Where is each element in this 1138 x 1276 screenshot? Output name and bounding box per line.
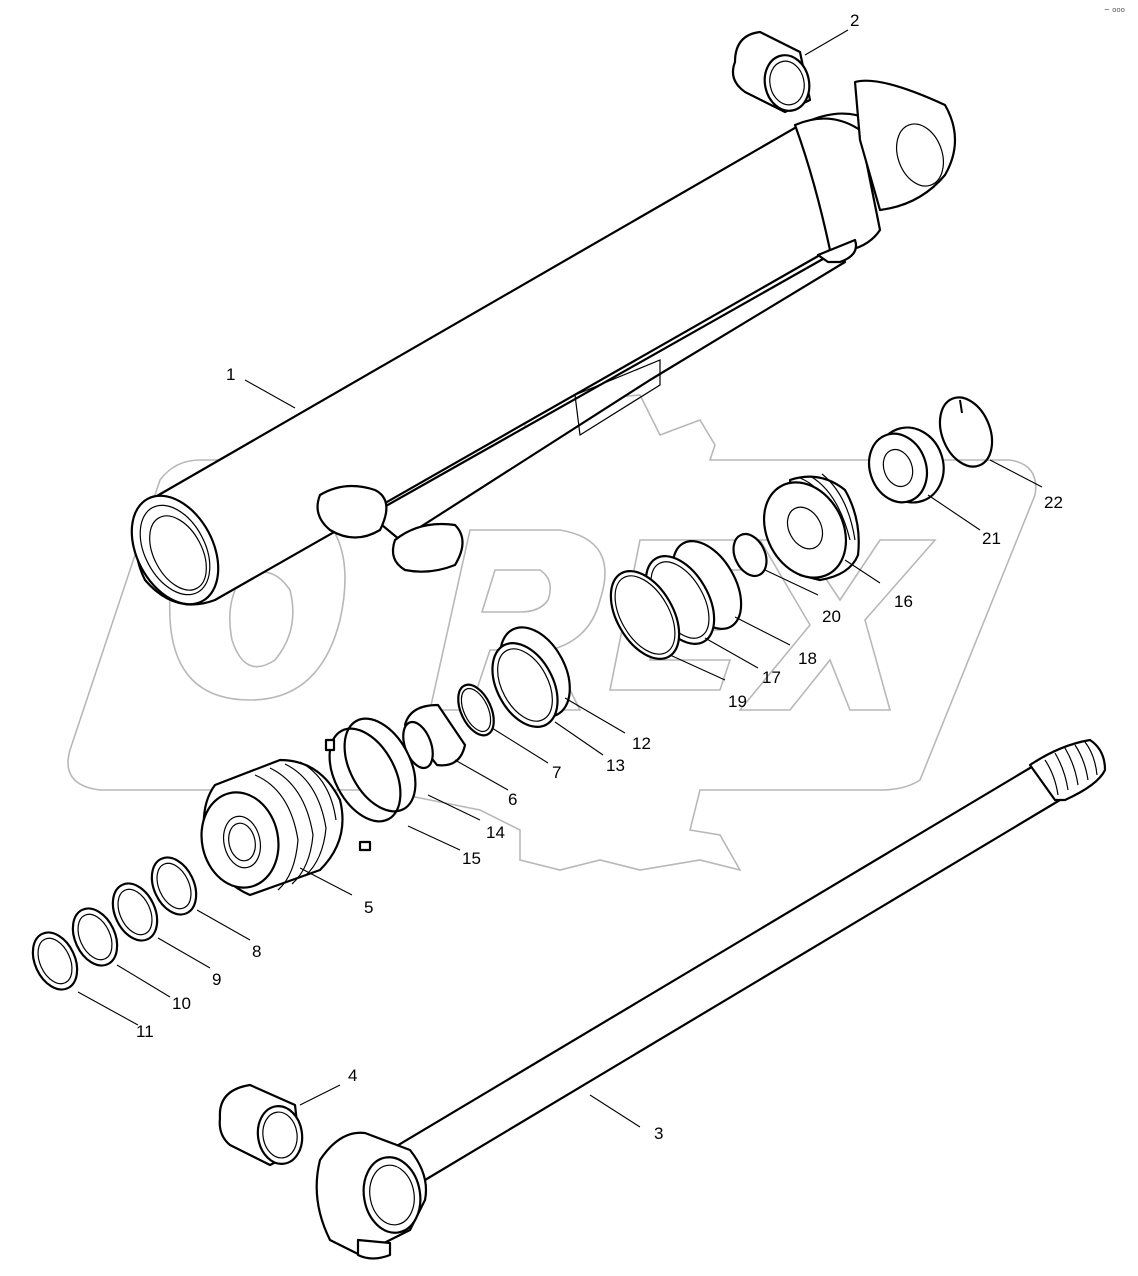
- part-3-piston-rod[interactable]: [315, 738, 1107, 1260]
- callout-21: 21: [982, 529, 1001, 548]
- callout-7: 7: [552, 763, 561, 782]
- part-15-retaining-ring[interactable]: [315, 717, 415, 852]
- callout-6: 6: [508, 790, 517, 809]
- part-7-o-ring[interactable]: [451, 679, 501, 741]
- part-5-cylinder-head[interactable]: [193, 758, 344, 897]
- part-11-wiper[interactable]: [24, 925, 86, 996]
- callout-10: 10: [172, 994, 191, 1013]
- part-13-o-ring[interactable]: [479, 632, 571, 738]
- callout-8: 8: [252, 942, 261, 961]
- part-14-snap-ring[interactable]: [330, 707, 430, 823]
- leader-lines: [77, 29, 1043, 1128]
- callout-22: 22: [1044, 493, 1063, 512]
- callout-16: 16: [894, 592, 913, 611]
- part-19-wear-ring[interactable]: [597, 559, 693, 670]
- part-8-seal[interactable]: [143, 850, 205, 921]
- part-10-seal[interactable]: [64, 901, 126, 972]
- callout-5: 5: [364, 898, 373, 917]
- part-1-cylinder-tube[interactable]: [114, 79, 956, 619]
- callout-labels: 1 2 3 4 5 6 7 8 9 10 11 12 13 14 15 16 1…: [136, 11, 1063, 1143]
- callout-18: 18: [798, 649, 817, 668]
- callout-17: 17: [762, 668, 781, 687]
- callout-19: 19: [728, 692, 747, 711]
- callout-15: 15: [462, 849, 481, 868]
- callout-13: 13: [606, 756, 625, 775]
- callout-12: 12: [632, 734, 651, 753]
- corner-mark: ~ ooo: [1104, 6, 1125, 14]
- callout-2: 2: [850, 11, 859, 30]
- callout-14: 14: [486, 823, 505, 842]
- callout-3: 3: [654, 1124, 663, 1143]
- callout-9: 9: [212, 970, 221, 989]
- part-22-lock-ring[interactable]: [930, 390, 1001, 475]
- callout-4: 4: [348, 1066, 357, 1085]
- part-4-bushing[interactable]: [218, 1083, 306, 1167]
- part-20-o-ring[interactable]: [727, 529, 773, 582]
- part-6-bushing[interactable]: [398, 703, 467, 772]
- part-16-piston[interactable]: [748, 468, 862, 592]
- part-21-nut[interactable]: [860, 418, 954, 512]
- callout-11: 11: [136, 1022, 154, 1041]
- part-9-seal[interactable]: [104, 876, 166, 947]
- callout-1: 1: [226, 365, 235, 384]
- part-2-bushing[interactable]: [731, 30, 814, 115]
- callout-20: 20: [822, 607, 841, 626]
